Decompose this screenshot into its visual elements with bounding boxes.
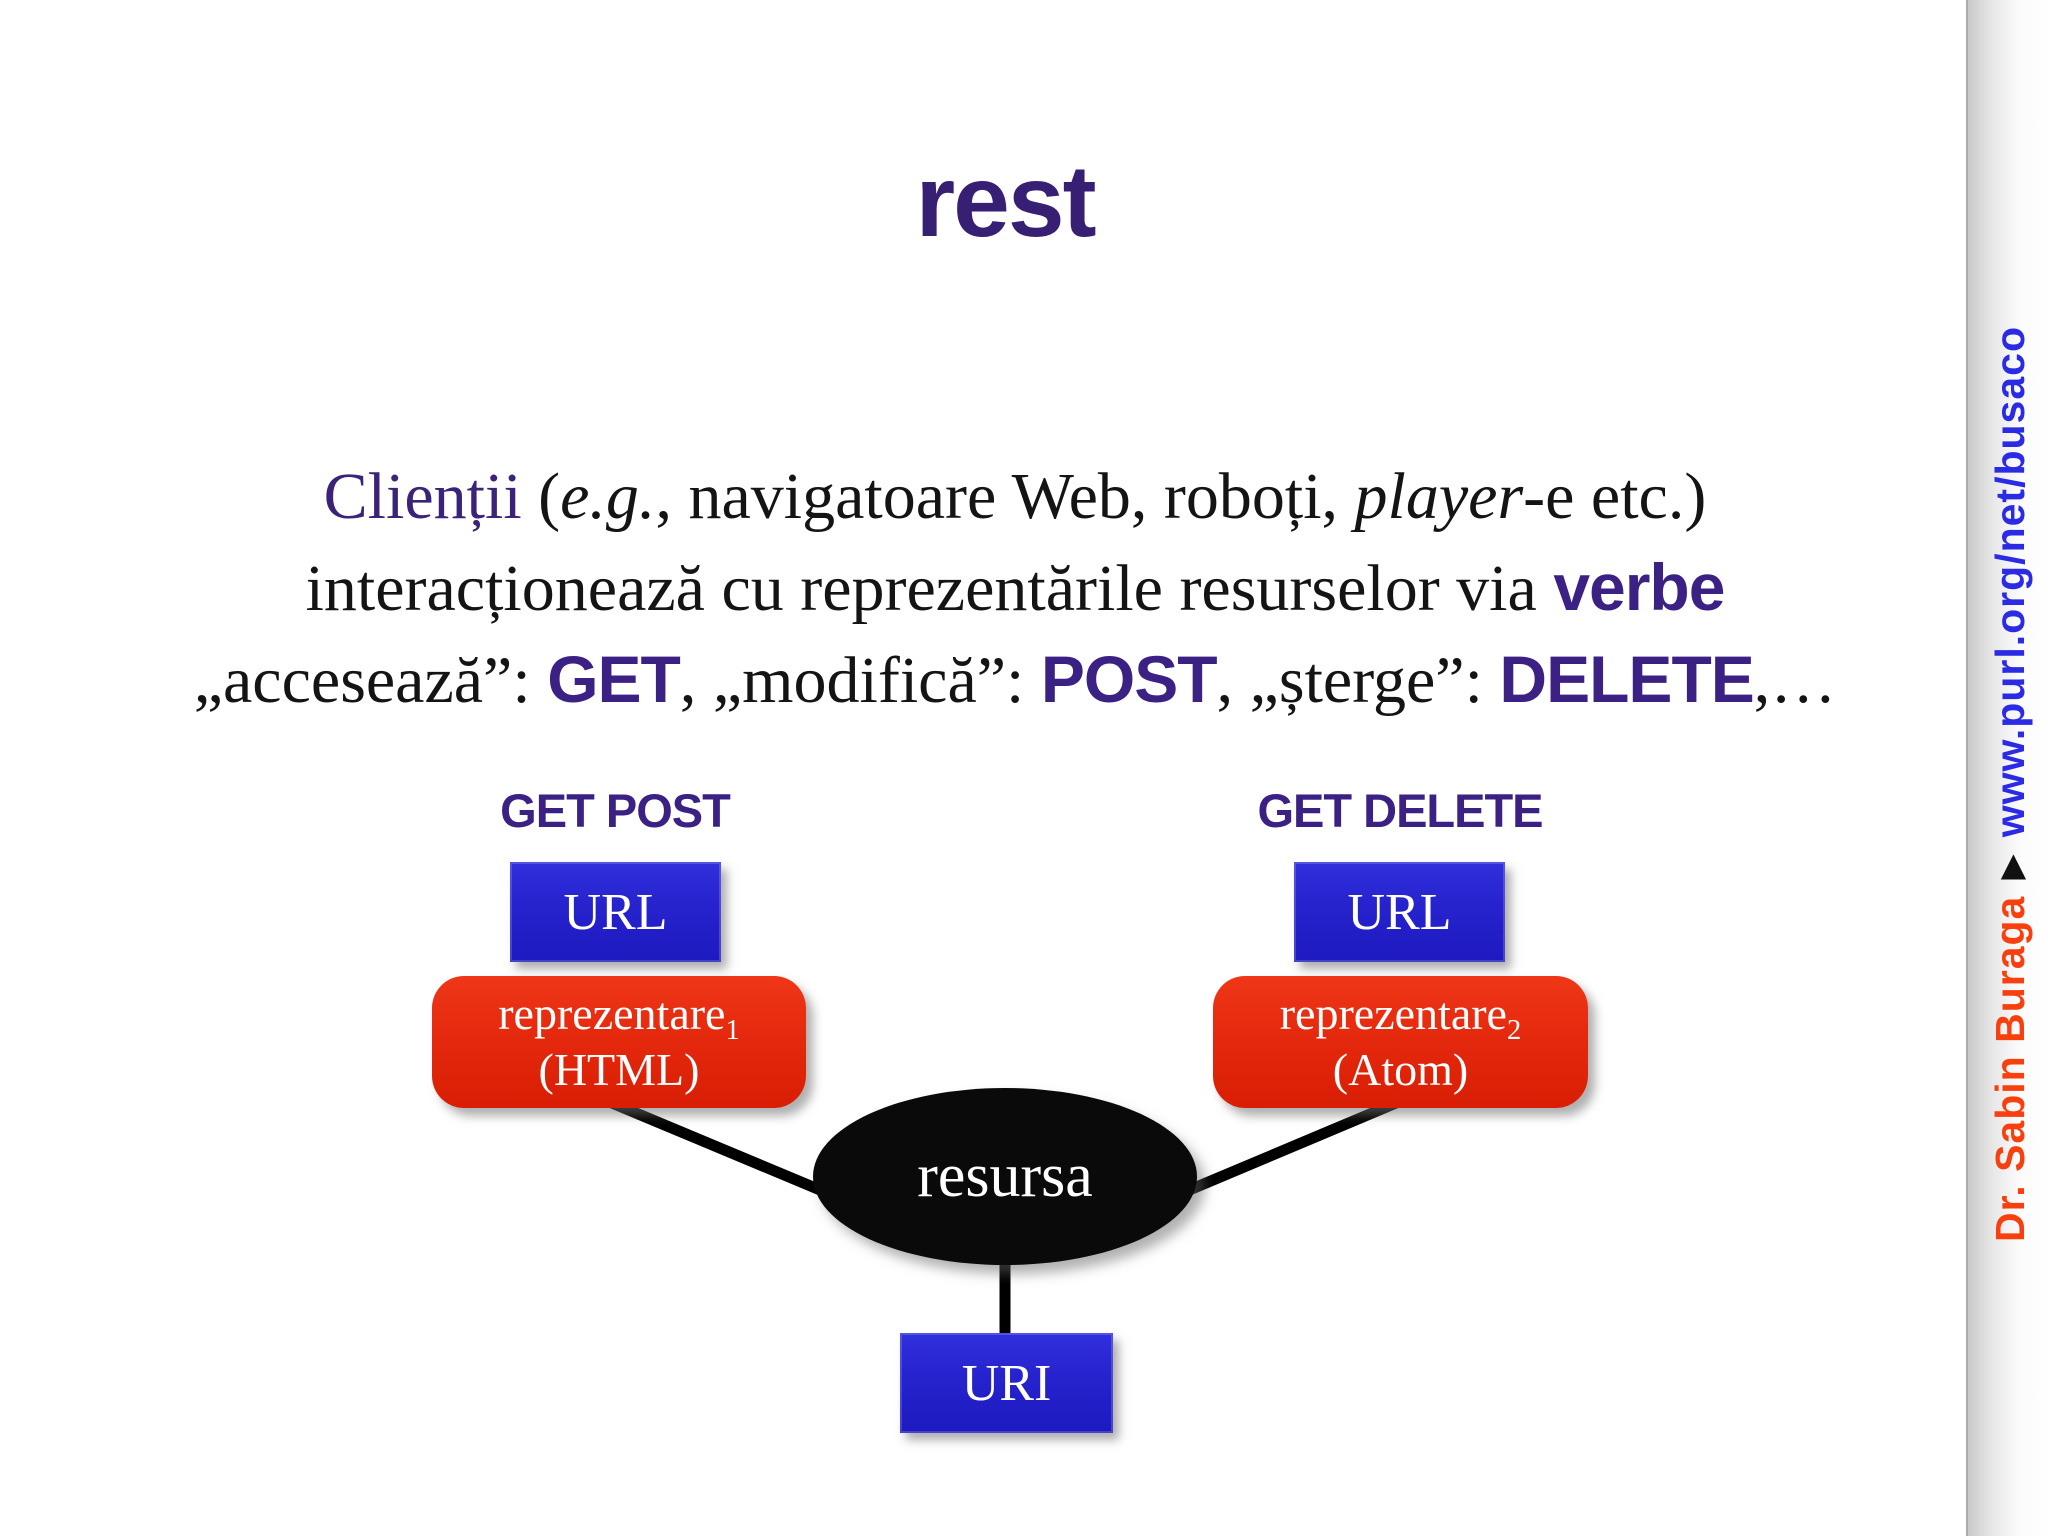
url-box-left: URL xyxy=(510,862,721,962)
body-verb-word: verbe xyxy=(1553,550,1725,624)
body-italic-player: player xyxy=(1354,460,1524,533)
body-text-segment: , „șterge”: xyxy=(1216,644,1500,717)
body-text-segment: interacționează cu reprezentările resurs… xyxy=(305,552,1554,625)
body-text-segment: ( xyxy=(521,460,561,533)
body-line-1: Clienții (e.g., navigatoare Web, roboți,… xyxy=(20,452,2010,542)
body-verb-get: GET xyxy=(547,642,681,716)
body-text-segment: ,… xyxy=(1753,644,1837,717)
body-text-segment: -e etc.) xyxy=(1523,460,1707,533)
representation-title: reprezentare2 xyxy=(1279,986,1522,1045)
body-text-segment: , „modifică”: xyxy=(679,644,1041,717)
url-label: URL xyxy=(1347,883,1452,941)
representation-index: 2 xyxy=(1506,1015,1522,1047)
site-url: www.purl.org/net/busaco xyxy=(1986,325,2033,838)
url-label: URL xyxy=(563,883,668,941)
uri-box: URI xyxy=(900,1333,1113,1433)
url-box-right: URL xyxy=(1294,862,1505,962)
resource-label: resursa xyxy=(917,1142,1093,1210)
representation-title: reprezentare1 xyxy=(498,986,740,1045)
body-verb-delete: DELETE xyxy=(1499,642,1754,716)
verbs-label-right: GET DELETE xyxy=(1257,784,1543,837)
body-text-segment: , navigatoare Web, roboți, xyxy=(655,460,1355,533)
body-line-2: interacționează cu reprezentările resurs… xyxy=(20,542,2010,634)
resource-ellipse: resursa xyxy=(813,1088,1197,1265)
body-paragraph: Clienții (e.g., navigatoare Web, roboți,… xyxy=(20,452,2010,726)
representation-box-atom: reprezentare2 (Atom) xyxy=(1213,976,1588,1108)
representation-format: (Atom) xyxy=(1332,1044,1469,1095)
body-verb-post: POST xyxy=(1040,642,1218,716)
sidebar-strip xyxy=(1966,0,2048,1536)
representation-format: (HTML) xyxy=(538,1044,700,1095)
author-name: Dr. Sabin Buraga xyxy=(1986,895,2033,1242)
body-text-segment: „accesează”: xyxy=(193,644,548,717)
uri-label: URI xyxy=(961,1354,1052,1412)
representation-box-html: reprezentare1 (HTML) xyxy=(432,976,806,1108)
triangle-separator-icon: ▶ xyxy=(1990,853,2030,880)
body-accent-clients: Clienții xyxy=(323,460,522,533)
body-line-3: „accesează”: GET, „modifică”: POST, „ște… xyxy=(20,634,2010,726)
verbs-label-left: GET POST xyxy=(500,784,731,837)
representation-index: 1 xyxy=(725,1015,740,1047)
body-italic-eg: e.g. xyxy=(560,460,656,533)
representation-word: reprezentare xyxy=(498,988,726,1039)
representation-word: reprezentare xyxy=(1279,988,1507,1039)
slide-title: rest xyxy=(915,144,1096,258)
sidebar-vertical-text: Dr. Sabin Buraga ▶ www.purl.org/net/busa… xyxy=(1982,326,2038,1242)
